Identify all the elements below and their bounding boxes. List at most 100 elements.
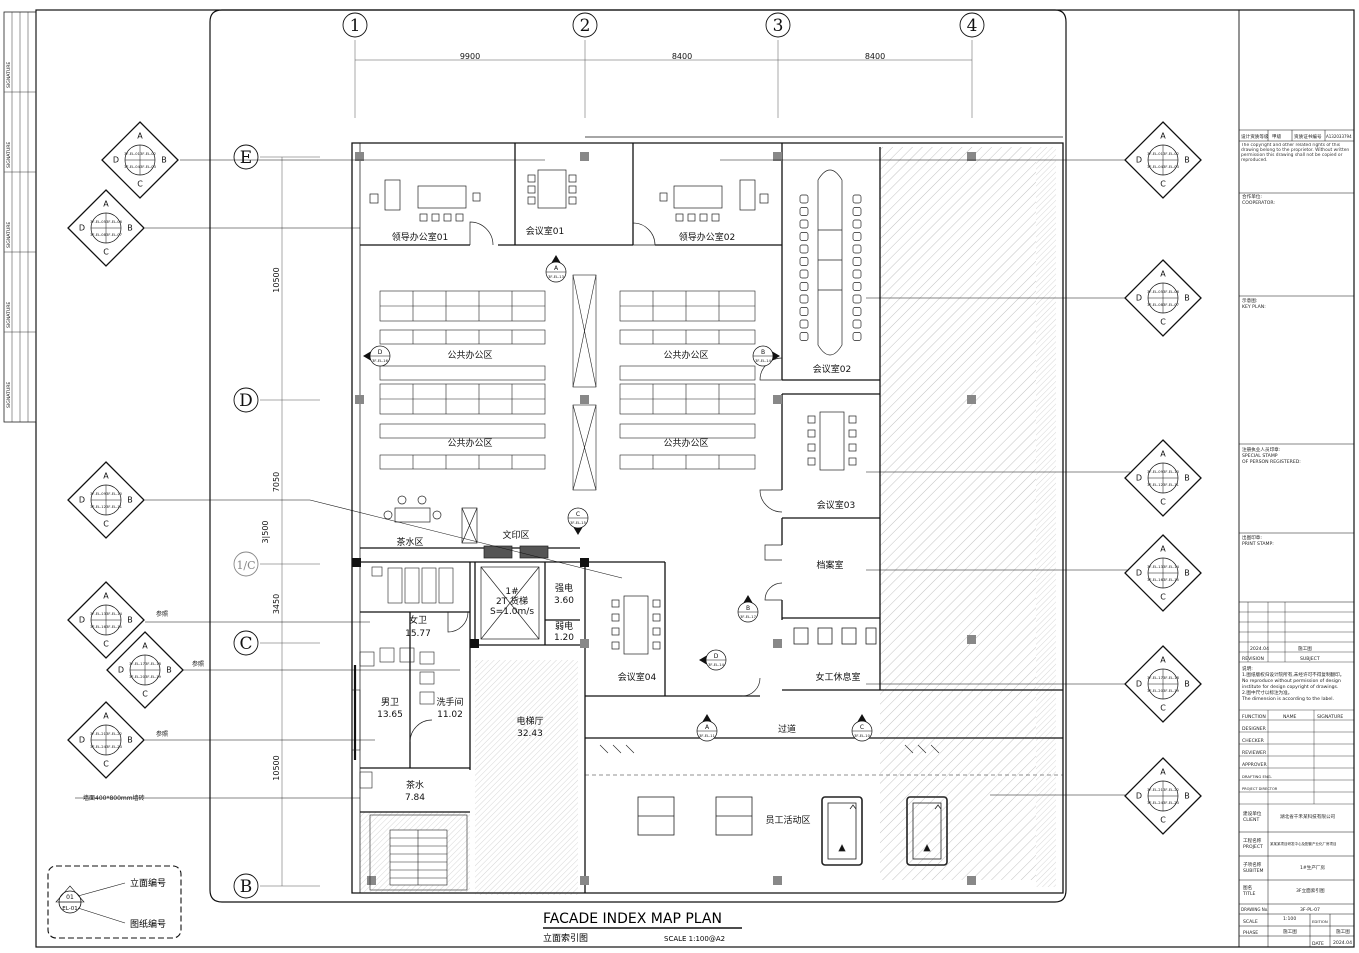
furniture-meeting-room-1 (527, 169, 577, 209)
svg-text:参照: 参照 (156, 610, 168, 618)
single-elevation-symbol: B3F-EL-17 (737, 595, 759, 623)
svg-text:SIGNATURE: SIGNATURE (6, 302, 12, 328)
svg-text:9900: 9900 (460, 52, 480, 61)
svg-text:8400: 8400 (672, 52, 692, 61)
svg-text:11.02: 11.02 (437, 710, 463, 720)
single-elevation-symbol: A3F-EL-11 (696, 714, 718, 742)
svg-text:公共办公区: 公共办公区 (447, 349, 492, 361)
single-elevation-symbol: A3F-EL-13 (545, 255, 567, 283)
index-sheet-code: 3F-EL-09 (1147, 470, 1163, 474)
index-direction-letter: D (1136, 156, 1142, 165)
svg-text:C: C (239, 634, 252, 654)
svg-text:1#生产厂房: 1#生产厂房 (1300, 864, 1326, 871)
index-sheet-code: 3F-EL-10 (106, 492, 122, 496)
svg-text:说明:: 说明: (1242, 665, 1253, 672)
index-direction-letter: D (79, 224, 85, 233)
svg-text:E: E (240, 148, 252, 168)
leader-lines (75, 159, 1130, 799)
index-sheet-code: 3F-EL-17 (1147, 676, 1163, 680)
svg-text:2024.04: 2024.04 (1250, 646, 1269, 652)
single-symbol-code: 3F-EL-13 (548, 275, 564, 279)
drawing-frame (209, 9, 1067, 903)
svg-text:DRAFTING ENG.: DRAFTING ENG. (1242, 774, 1272, 779)
svg-text:女工休息室: 女工休息室 (815, 671, 860, 683)
svg-text:立面索引图: 立面索引图 (543, 932, 588, 944)
svg-text:SIGNATURE: SIGNATURE (6, 62, 12, 88)
svg-text:湖北省千禾某科技有限公司: 湖北省千禾某科技有限公司 (1280, 813, 1336, 820)
single-elevation-symbol: C3F-EL-10 (851, 714, 873, 742)
index-sheet-code: 3F-EL-20 (129, 675, 145, 679)
hatched-zones (360, 147, 1056, 895)
index-sheet-code: 3F-EL-18 (145, 662, 161, 666)
index-sheet-code: 3F-EL-12 (1147, 483, 1163, 487)
svg-text:OF PERSON REGISTERED:: OF PERSON REGISTERED: (1242, 459, 1301, 465)
index-direction-letter: A (1160, 768, 1166, 777)
index-direction-letter: D (1136, 474, 1142, 483)
svg-text:8400: 8400 (865, 52, 885, 61)
svg-text:NAME: NAME (1283, 714, 1297, 720)
staircase (369, 814, 468, 891)
index-direction-letter: A (103, 592, 109, 601)
svg-text:电梯厅: 电梯厅 (516, 715, 543, 727)
svg-text:公共办公区: 公共办公区 (663, 349, 708, 361)
title-block: 设计资质等级 甲级 资质证书编号 A132033794 The copyrigh… (1238, 9, 1355, 948)
single-symbol-letter: B (746, 605, 750, 612)
svg-text:PRINT STAMP:: PRINT STAMP: (1242, 541, 1274, 547)
svg-text:施工图: 施工图 (1283, 928, 1297, 935)
furniture-tea-print (383, 495, 549, 559)
svg-text:13.65: 13.65 (377, 710, 403, 720)
index-direction-letter: C (1160, 318, 1166, 327)
index-sheet-code: 3F-EL-19 (1163, 689, 1179, 693)
index-sheet-code: 3F-EL-02 (1163, 152, 1179, 156)
building-walls (351, 136, 1064, 894)
svg-text:KEY PLAN:: KEY PLAN: (1242, 304, 1266, 310)
index-sheet-code: 3F-EL-06 (1163, 290, 1179, 294)
svg-text:茶水: 茶水 (406, 779, 424, 791)
corridor-partitions (585, 744, 1063, 776)
svg-text:15.77: 15.77 (405, 629, 431, 639)
single-elevation-symbol: D3F-EL-16 (363, 345, 391, 367)
index-direction-letter: D (113, 156, 119, 165)
svg-text:茶水区: 茶水区 (396, 536, 423, 548)
svg-text:EL-01: EL-01 (62, 906, 77, 912)
svg-text:子项名称: 子项名称 (1243, 861, 1262, 868)
svg-text:SIGNATURE: SIGNATURE (6, 142, 12, 168)
svg-text:3F-PL-07: 3F-PL-07 (1300, 907, 1320, 913)
index-direction-letter: A (137, 132, 143, 141)
svg-text:会议室01: 会议室01 (526, 225, 564, 237)
svg-text:A132033794: A132033794 (1326, 134, 1352, 139)
svg-text:01: 01 (66, 894, 74, 901)
svg-text:弱电: 弱电 (555, 620, 573, 632)
svg-text:SIGNATURE: SIGNATURE (6, 222, 12, 248)
index-sheet-code: 3F-EL-24 (1147, 801, 1163, 805)
index-sheet-code: 3F-EL-03 (140, 165, 156, 169)
svg-text:EDITION: EDITION (1312, 919, 1328, 924)
svg-text:CLIENT: CLIENT (1243, 817, 1259, 823)
svg-text:立面编号: 立面编号 (130, 877, 166, 889)
index-sheet-code: 3F-EL-12 (90, 505, 106, 509)
index-direction-letter: B (1184, 680, 1190, 689)
furniture-meeting-room-2 (799, 169, 862, 356)
structural-columns (352, 152, 976, 885)
index-sheet-code: 3F-EL-06 (106, 220, 122, 224)
single-symbol-code: 3F-EL-15 (570, 521, 586, 525)
index-direction-letter: B (127, 224, 133, 233)
index-direction-letter: A (1160, 270, 1166, 279)
index-sheet-code: 3F-EL-08 (1147, 303, 1163, 307)
index-sheet-code: 3F-EL-22 (1163, 788, 1179, 792)
svg-text:设计资质等级: 设计资质等级 (1241, 133, 1269, 140)
single-symbol-code: 3F-EL-11 (699, 734, 715, 738)
svg-text:PHASE: PHASE (1243, 930, 1258, 936)
svg-text:强电: 强电 (555, 582, 573, 594)
svg-text:会议室02: 会议室02 (813, 363, 851, 375)
svg-text:FACADE INDEX MAP PLAN: FACADE INDEX MAP PLAN (543, 911, 722, 927)
index-direction-letter: C (103, 760, 109, 769)
index-direction-letter: D (1136, 569, 1142, 578)
svg-text:SCALE 1:100@A2: SCALE 1:100@A2 (664, 935, 725, 943)
single-symbol-code: 3F-EL-14 (708, 663, 724, 667)
single-symbol-letter: C (576, 511, 580, 518)
